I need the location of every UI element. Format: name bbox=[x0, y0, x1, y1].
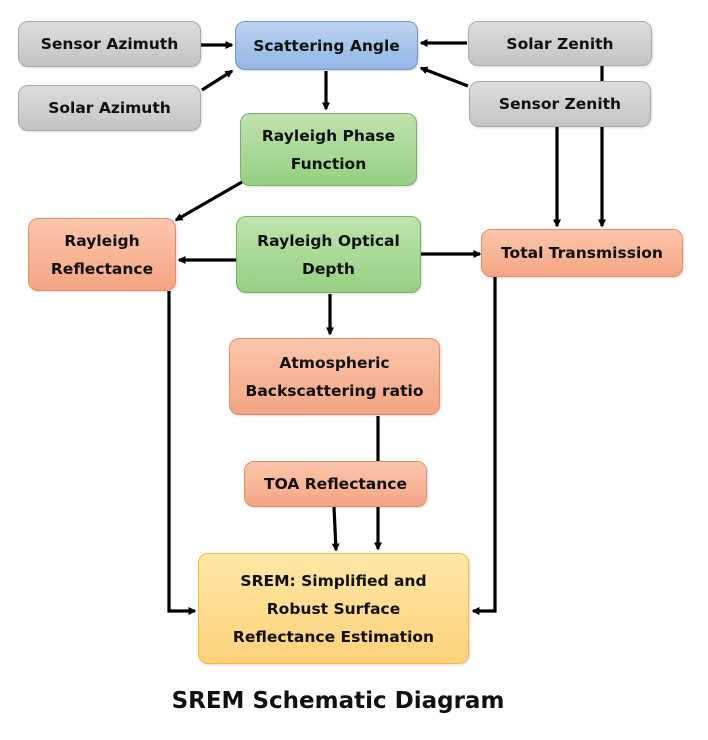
arrow-transmission-to-srem bbox=[471, 277, 497, 615]
arrow-toa-to-srem bbox=[331, 506, 340, 552]
node-sensor-zenith: Sensor Zenith bbox=[469, 81, 651, 127]
node-solar-azimuth: Solar Azimuth bbox=[18, 85, 201, 131]
node-sensor-azimuth: Sensor Azimuth bbox=[18, 21, 201, 67]
node-toa-reflectance: TOA Reflectance bbox=[244, 461, 427, 507]
node-scattering-angle: Scattering Angle bbox=[235, 21, 418, 70]
node-rayleigh-reflectance: Rayleigh Reflectance bbox=[28, 218, 176, 291]
arrow-phase-to-reflectance bbox=[174, 180, 243, 222]
node-total-transmission: Total Transmission bbox=[481, 229, 683, 277]
node-atmospheric-backscattering-ratio: Atmospheric Backscattering ratio bbox=[229, 338, 440, 415]
diagram-title: SREM Schematic Diagram bbox=[171, 688, 505, 714]
node-srem: SREM: Simplified and Robust Surface Refl… bbox=[198, 553, 469, 664]
node-rayleigh-optical-depth: Rayleigh Optical Depth bbox=[236, 216, 421, 293]
node-rayleigh-phase-function: Rayleigh Phase Function bbox=[240, 113, 417, 186]
arrow-reflectance-to-srem bbox=[167, 291, 197, 615]
arrow-sensor-zenith-to-scattering bbox=[419, 66, 469, 88]
node-solar-zenith: Solar Zenith bbox=[468, 21, 652, 66]
arrow-solar-azimuth-to-scattering bbox=[201, 69, 234, 92]
